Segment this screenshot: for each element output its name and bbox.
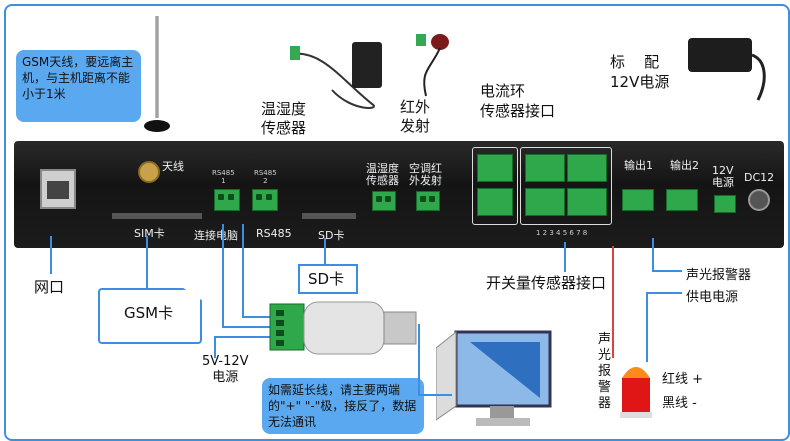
sim-slot[interactable] bbox=[112, 213, 202, 219]
alarm-siren-icon bbox=[620, 367, 652, 418]
power-supply-line-h bbox=[646, 292, 682, 294]
temp-humidity-sensor-icon bbox=[290, 42, 382, 109]
current-ring-block bbox=[472, 147, 518, 225]
power-warning-note: 如需延长线，请主要两端的"+" "-"极，接反了，数据无法通讯 bbox=[262, 378, 424, 434]
sd-card-shape bbox=[298, 264, 358, 294]
rs485-1-small-label: RS485 1 bbox=[212, 169, 235, 185]
monitor-cable-h bbox=[418, 394, 452, 396]
power-wire-v bbox=[214, 336, 216, 358]
power-warning-text: 如需延长线，请主要两端的"+" "-"极，接反了，数据无法通讯 bbox=[268, 383, 417, 429]
power-adapter-icon bbox=[688, 38, 766, 101]
switch-terminal-1[interactable] bbox=[525, 154, 565, 182]
red-wire-label: 红线 + bbox=[662, 372, 704, 387]
alarm-vertical-label: 声 光 报 警 器 bbox=[598, 332, 612, 411]
output1-terminal[interactable] bbox=[622, 189, 654, 211]
switch-sensor-line bbox=[564, 242, 566, 272]
current-ring-terminal-1[interactable] bbox=[477, 154, 513, 182]
sim-card-device-label: SIM卡 bbox=[134, 227, 165, 240]
gsm-card-shape bbox=[98, 288, 202, 344]
black-wire-label: 黑线 - bbox=[662, 396, 697, 411]
output2-terminal[interactable] bbox=[666, 189, 698, 211]
gsm-antenna-note-text: GSM天线，要远离主机，与主机距离不能小于1米 bbox=[22, 55, 134, 101]
current-ring-port-label: 电流环 传感器接口 bbox=[480, 82, 556, 120]
ir-emitter-label: 红外 发射 bbox=[400, 98, 431, 135]
sd-card-line bbox=[324, 238, 326, 264]
power-wire-h bbox=[214, 336, 274, 338]
switch-terminal-3[interactable] bbox=[525, 188, 565, 216]
gsm-antenna-note: GSM天线，要远离主机，与主机距离不能小于1米 bbox=[16, 50, 141, 122]
power12v-device-label: 12V 电源 bbox=[712, 164, 734, 189]
dc12-device-label: DC12 bbox=[744, 171, 775, 184]
output2-device-label: 输出2 bbox=[670, 159, 699, 172]
switch-sensor-port-label: 开关量传感器接口 bbox=[486, 274, 607, 292]
computer-monitor-icon bbox=[436, 330, 552, 426]
wire-minus bbox=[242, 224, 244, 316]
sd-card-label: SD卡 bbox=[308, 270, 345, 288]
switch-terminal-4[interactable] bbox=[567, 188, 607, 216]
power-supply-label: 供电电源 bbox=[686, 290, 739, 305]
rs485-terminal-1[interactable] bbox=[214, 189, 240, 211]
monitor-cable-v bbox=[418, 324, 420, 394]
alarm-line-v bbox=[652, 238, 654, 270]
temp-hum-terminal[interactable] bbox=[372, 191, 396, 211]
power-supply-line-v bbox=[646, 292, 648, 362]
switch-terminal-2[interactable] bbox=[567, 154, 607, 182]
alarm-line-h bbox=[652, 270, 682, 272]
connect-computer-device-label: 连接电脑 bbox=[194, 229, 238, 242]
rs485-terminal-2[interactable] bbox=[252, 189, 278, 211]
gsm-antenna-icon bbox=[144, 16, 170, 132]
current-ring-terminal-2[interactable] bbox=[477, 188, 513, 216]
network-port-line bbox=[50, 236, 52, 274]
antenna-connector[interactable] bbox=[138, 161, 160, 183]
alarm-light-label: 声光报警器 bbox=[686, 268, 752, 283]
wire-plus-h bbox=[222, 326, 272, 328]
wire-plus bbox=[222, 224, 224, 326]
ac-ir-terminal[interactable] bbox=[416, 191, 440, 211]
host-device-panel: 天线 RS485 1 RS485 2 SIM卡 连接电脑 RS485 SD卡 温… bbox=[14, 141, 784, 248]
standard-power-label: 标 配 12V电源 bbox=[610, 53, 670, 91]
network-port[interactable] bbox=[40, 169, 76, 209]
power-5v12v-label: 5V-12V 电源 bbox=[202, 354, 249, 385]
rs485-db9-adapter-icon bbox=[269, 301, 417, 355]
switch-sensor-block bbox=[520, 147, 612, 225]
red-wire-line bbox=[612, 246, 614, 358]
sd-slot[interactable] bbox=[302, 213, 356, 219]
gsm-card-label: GSM卡 bbox=[124, 304, 174, 322]
antenna-device-label: 天线 bbox=[162, 160, 184, 173]
dc12-jack[interactable] bbox=[748, 189, 770, 211]
rs485-device-label: RS485 bbox=[256, 227, 292, 240]
plus-sign: + bbox=[210, 264, 223, 282]
power12v-terminal[interactable] bbox=[714, 195, 736, 213]
sd-slot-device-label: SD卡 bbox=[318, 229, 345, 242]
network-port-label: 网口 bbox=[34, 278, 65, 296]
temp-hum-device-label: 温湿度 传感器 bbox=[366, 162, 399, 187]
ir-emitter-icon bbox=[416, 34, 449, 97]
ac-ir-device-label: 空调红 外发射 bbox=[409, 162, 442, 187]
diagram-frame: GSM天线，要远离主机，与主机距离不能小于1米 温湿度 传感器 红外 发射 电流… bbox=[4, 4, 790, 441]
wire-minus-h bbox=[242, 316, 272, 318]
minus-sign: - bbox=[236, 266, 243, 284]
temp-humidity-sensor-label: 温湿度 传感器 bbox=[261, 100, 307, 137]
switch-numbers: 1 2 3 4 5 6 7 8 bbox=[536, 229, 588, 237]
output1-device-label: 输出1 bbox=[624, 159, 653, 172]
sim-card-line bbox=[146, 236, 148, 290]
rs485-2-small-label: RS485 2 bbox=[254, 169, 277, 185]
